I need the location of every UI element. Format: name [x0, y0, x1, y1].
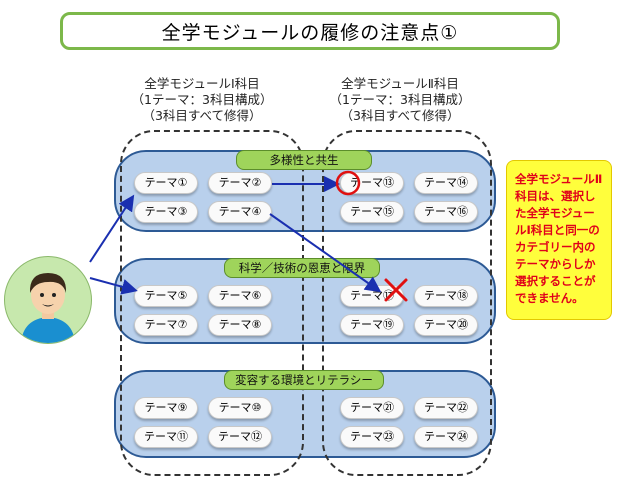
theme-pill: テーマ㉑ — [340, 397, 404, 419]
theme-pill: テーマ⑮ — [340, 201, 404, 223]
left-column-header: 全学モジュールⅠ科目 （1テーマ：3科目構成） （3科目すべて修得） — [112, 76, 292, 124]
theme-pill: テーマ⑧ — [208, 314, 272, 336]
student-illustration-icon — [21, 273, 75, 343]
theme-pill: テーマ⑭ — [414, 172, 478, 194]
right-column-outline — [322, 130, 492, 476]
left-header-line2: （1テーマ：3科目構成） — [131, 92, 273, 107]
theme-pill: テーマ㉔ — [414, 426, 478, 448]
theme-pill: テーマ⑬ — [340, 172, 404, 194]
theme-pill: テーマ⑪ — [134, 426, 198, 448]
right-header-line2: （1テーマ：3科目構成） — [329, 92, 471, 107]
right-header-line1: 全学モジュールⅡ科目 — [341, 76, 459, 91]
theme-pill: テーマ⑥ — [208, 285, 272, 307]
theme-pill: テーマ④ — [208, 201, 272, 223]
theme-pill: テーマ⑳ — [414, 314, 478, 336]
theme-pill: テーマ㉒ — [414, 397, 478, 419]
theme-pill: テーマ② — [208, 172, 272, 194]
theme-pill: テーマ⑩ — [208, 397, 272, 419]
right-header-line3: （3科目すべて修得） — [340, 108, 460, 123]
page-title: 全学モジュールの履修の注意点① — [60, 12, 560, 50]
left-header-line3: （3科目すべて修得） — [142, 108, 262, 123]
warning-note: 全学モジュールⅡ科目は、選択した全学モジュールⅠ科目と同一のカテゴリー内のテーマ… — [506, 160, 612, 320]
theme-pill: テーマ⑯ — [414, 201, 478, 223]
theme-pill: テーマ⑱ — [414, 285, 478, 307]
page-title-text: 全学モジュールの履修の注意点① — [161, 21, 459, 44]
theme-pill: テーマ⑤ — [134, 285, 198, 307]
category-label-diversity: 多様性と共生 — [236, 150, 372, 170]
theme-pill: テーマ③ — [134, 201, 198, 223]
theme-pill: テーマ⑰ — [340, 285, 404, 307]
theme-pill: テーマ⑲ — [340, 314, 404, 336]
student-avatar — [4, 256, 92, 344]
theme-pill: テーマ⑨ — [134, 397, 198, 419]
theme-pill: テーマ⑫ — [208, 426, 272, 448]
category-label-environment: 変容する環境とリテラシー — [224, 370, 384, 390]
theme-pill: テーマ① — [134, 172, 198, 194]
theme-pill: テーマ⑦ — [134, 314, 198, 336]
left-column-outline — [120, 130, 304, 476]
left-header-line1: 全学モジュールⅠ科目 — [144, 76, 260, 91]
theme-pill: テーマ㉓ — [340, 426, 404, 448]
category-label-science: 科学／技術の恩恵と限界 — [224, 258, 380, 278]
right-column-header: 全学モジュールⅡ科目 （1テーマ：3科目構成） （3科目すべて修得） — [310, 76, 490, 124]
